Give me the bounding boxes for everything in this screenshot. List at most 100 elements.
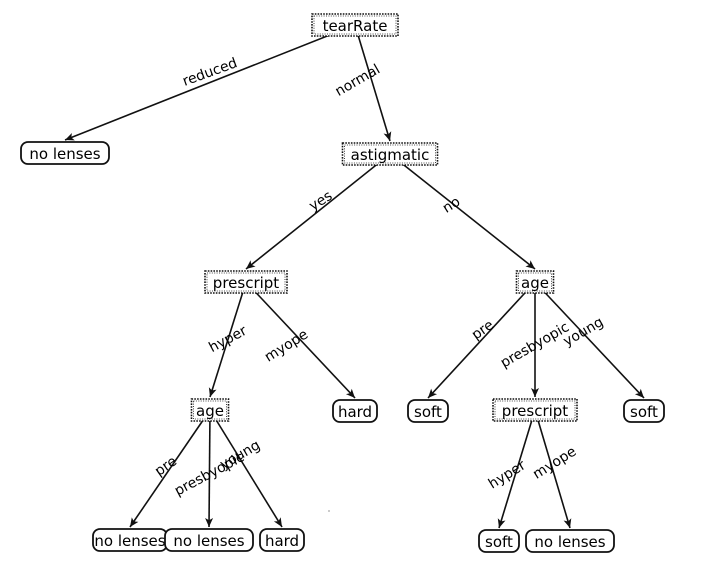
leaf-node-n_nolenses_3: no lenses — [164, 528, 254, 552]
edge-line — [354, 24, 391, 142]
node-label: prescript — [213, 274, 280, 292]
edge-n_age_1-to-n_prescript_2 — [531, 282, 539, 397]
edge-n_prescript_2-to-n_soft_3 — [497, 409, 536, 529]
edges-layer — [64, 24, 645, 529]
leaf-box — [332, 399, 378, 423]
edge-line — [208, 409, 211, 528]
edge-n_age_2-to-n_nolenses_3 — [205, 409, 214, 528]
leaf-node-n_hard_2: hard — [259, 528, 305, 552]
decision-box — [311, 13, 399, 37]
node-label: prescript — [502, 402, 569, 420]
leaf-box — [164, 528, 254, 552]
arrowhead-icon — [246, 260, 256, 269]
arrowhead-icon — [345, 388, 355, 398]
arrowhead-icon — [531, 388, 539, 397]
leaf-box — [478, 529, 520, 553]
edge-label: young — [217, 437, 263, 473]
edge-label: reduced — [180, 55, 239, 90]
node-label: age — [196, 402, 224, 420]
edge-n_astig-to-n_prescript_1 — [245, 153, 391, 270]
edge-line — [209, 409, 283, 528]
decision-box-inner-border — [206, 272, 286, 292]
edge-line — [245, 153, 391, 270]
edge-line — [245, 281, 356, 399]
decision-node-n_prescript_2: prescript — [492, 398, 578, 422]
edge-n_age_1-to-n_soft_1 — [427, 281, 536, 399]
decision-box — [341, 142, 439, 166]
leaf-node-n_soft_2: soft — [623, 399, 665, 423]
edge-line — [534, 409, 571, 529]
edge-root-to-n_nolenses_1 — [64, 24, 356, 141]
node-label: no lenses — [94, 532, 165, 550]
stray-dot — [328, 510, 330, 512]
node-label: no lenses — [173, 532, 244, 550]
decision-node-n_prescript_1: prescript — [204, 270, 288, 294]
decision-node-n_astig: astigmatic — [341, 142, 439, 166]
decision-node-n_age_2: age — [190, 398, 230, 422]
arrowhead-icon — [65, 132, 75, 141]
leaf-node-n_nolenses_1: no lenses — [20, 141, 110, 165]
arrowhead-icon — [563, 518, 572, 528]
nodes-layer: tearRate no lenses astigmatic prescript age a… — [20, 13, 665, 553]
edge-label: hyper — [206, 323, 249, 356]
edge-line — [389, 153, 536, 270]
edge-line — [534, 281, 645, 399]
leaf-box — [525, 529, 615, 553]
arrowhead-icon — [208, 387, 217, 397]
edge-n_astig-to-n_age_1 — [389, 153, 536, 270]
node-label: soft — [485, 533, 513, 551]
decision-box-inner-border — [313, 15, 397, 35]
edge-line — [427, 281, 536, 399]
node-label: soft — [414, 403, 442, 421]
decision-box — [204, 270, 288, 294]
edge-n_prescript_1-to-n_hard_1 — [245, 281, 356, 399]
leaf-node-n_hard_1: hard — [332, 399, 378, 423]
edge-line — [64, 24, 356, 141]
arrowhead-icon — [205, 517, 214, 527]
node-label: hard — [265, 532, 299, 550]
decision-box-inner-border — [193, 400, 227, 420]
node-label: tearRate — [323, 17, 388, 35]
edge-label: no — [440, 194, 463, 217]
leaf-box — [623, 399, 665, 423]
decision-node-root: tearRate — [311, 13, 399, 37]
decision-box — [492, 398, 578, 422]
arrowhead-icon — [497, 518, 506, 528]
node-label: hard — [338, 403, 372, 421]
decision-box — [190, 398, 230, 422]
arrowhead-icon — [525, 260, 535, 269]
edge-n_age_1-to-n_soft_2 — [534, 281, 645, 399]
node-label: no lenses — [534, 533, 605, 551]
edge-label: pre — [152, 453, 180, 479]
leaf-box — [407, 399, 449, 423]
node-label: no lenses — [29, 145, 100, 163]
edge-label: young — [561, 314, 607, 350]
decision-box-inner-border — [518, 272, 552, 292]
leaf-box — [259, 528, 305, 552]
edge-n_prescript_1-to-n_age_2 — [208, 281, 247, 398]
arrowhead-icon — [273, 517, 282, 527]
decision-node-n_age_1: age — [515, 270, 555, 294]
edge-line — [498, 409, 536, 529]
edge-n_age_2-to-n_hard_2 — [209, 409, 283, 528]
decision-box-inner-border — [494, 400, 576, 420]
arrowhead-icon — [428, 388, 438, 398]
arrowhead-icon — [634, 388, 644, 398]
edge-line — [209, 281, 247, 398]
node-label: age — [521, 274, 549, 292]
edge-line — [129, 409, 211, 528]
edge-root-to-n_astig — [354, 24, 392, 142]
decision-box — [515, 270, 555, 294]
leaf-node-n_soft_1: soft — [407, 399, 449, 423]
leaf-node-n_nolenses_4: no lenses — [525, 529, 615, 553]
leaf-box — [20, 141, 110, 165]
node-label: soft — [630, 403, 658, 421]
arrowhead-icon — [130, 517, 139, 527]
edge-label: myope — [262, 326, 311, 365]
edge-n_age_2-to-n_nolenses_2 — [129, 409, 211, 528]
edge-n_prescript_2-to-n_nolenses_4 — [534, 409, 572, 529]
leaf-node-n_nolenses_2: no lenses — [92, 528, 168, 552]
edge-label: yes — [306, 188, 335, 214]
edge-label: pre — [469, 317, 497, 343]
